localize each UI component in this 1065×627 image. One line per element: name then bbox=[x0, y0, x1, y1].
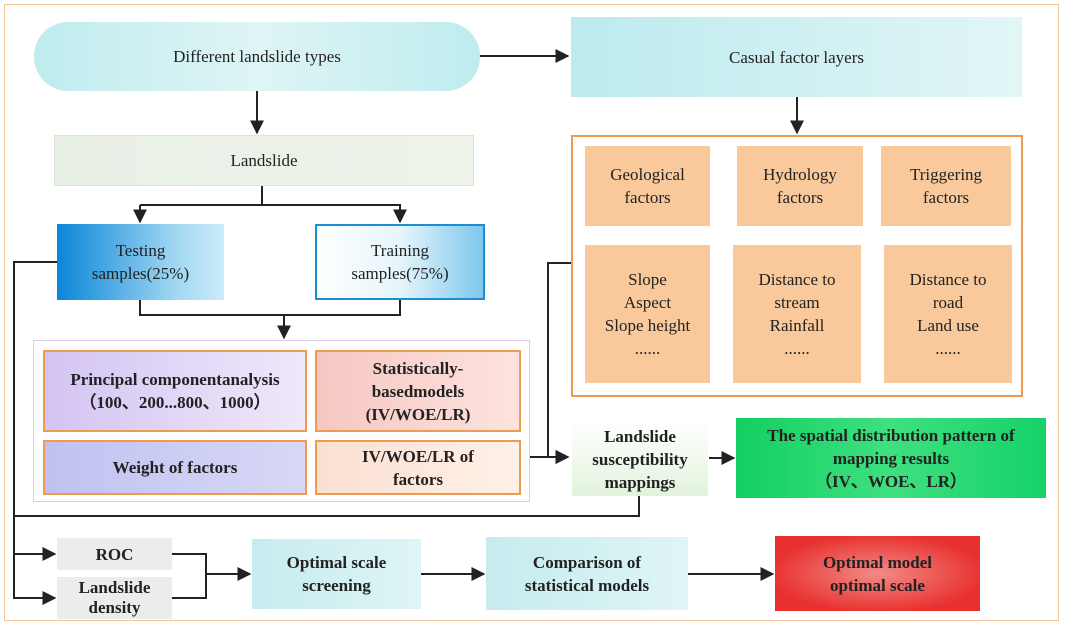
node-pca: Principal componentanalysis （100、200...8… bbox=[43, 350, 307, 432]
stat-line-2: basedmodels bbox=[371, 381, 465, 401]
node-testing-samples: Testing samples(25%) bbox=[57, 224, 224, 300]
node-triggering-detail: Distance to road Land use ...... bbox=[884, 245, 1012, 383]
geo-detail-1: Slope bbox=[628, 270, 667, 289]
node-optimal-scale-screening: Optimal scale screening bbox=[252, 539, 421, 609]
node-landslide-density: Landslide density bbox=[57, 577, 172, 619]
geo-detail-2: Aspect bbox=[623, 293, 672, 312]
density-line-1: Landslide bbox=[78, 578, 151, 597]
stat-line-1: Statistically- bbox=[372, 358, 464, 378]
pca-line-2: （100、200...800、1000） bbox=[79, 393, 271, 412]
edge-landslide-to-training bbox=[262, 204, 407, 224]
node-comparison-models: Comparison of statistical models bbox=[486, 537, 688, 610]
edge-factors-to-lsm bbox=[547, 262, 573, 464]
spatial-line-3: （IV、WOE、LR） bbox=[814, 471, 968, 491]
trig-detail-3: Land use bbox=[917, 316, 979, 335]
node-training-samples: Training samples(75%) bbox=[315, 224, 485, 300]
hydrology-line-1: Hydrology bbox=[763, 165, 837, 184]
training-line-2: samples(75%) bbox=[351, 264, 449, 283]
hydro-detail-1: Distance to bbox=[758, 270, 836, 289]
edge-landslide-split bbox=[140, 186, 263, 206]
optimal-model-line-1: Optimal model bbox=[822, 552, 933, 572]
hydro-detail-3: Rainfall bbox=[769, 316, 825, 335]
triggering-line-2: factors bbox=[922, 188, 970, 207]
edge-roc-density-merge bbox=[172, 553, 207, 599]
hydro-detail-2: stream bbox=[774, 293, 820, 312]
density-line-2: density bbox=[88, 598, 141, 617]
trig-detail-2: road bbox=[932, 293, 964, 312]
weight-label: Weight of factors bbox=[112, 458, 238, 477]
roc-label: ROC bbox=[95, 544, 134, 564]
outer-frame bbox=[4, 4, 1059, 621]
geological-line-1: Geological bbox=[610, 165, 685, 184]
node-weight-of-factors: Weight of factors bbox=[43, 440, 307, 495]
node-causal-label: Casual factor layers bbox=[729, 47, 864, 67]
scale-line-1: Optimal scale bbox=[286, 553, 387, 572]
hydrology-line-2: factors bbox=[776, 188, 824, 207]
testing-line-1: Testing bbox=[115, 241, 166, 260]
node-landslide: Landslide bbox=[54, 135, 474, 186]
pca-line-1: Principal componentanalysis bbox=[70, 370, 280, 389]
node-hydrology-detail: Distance to stream Rainfall ...... bbox=[733, 245, 861, 383]
edge-to-roc bbox=[13, 516, 57, 561]
lsm-line-3: mappings bbox=[604, 472, 676, 492]
node-optimal-model: Optimal model optimal scale bbox=[775, 536, 980, 611]
node-geological-factors: Geological factors bbox=[585, 146, 710, 226]
spatial-line-2: mapping results bbox=[832, 448, 950, 468]
node-landslide-types: Different landslide types bbox=[34, 22, 480, 91]
triggering-line-1: Triggering bbox=[909, 165, 983, 184]
trig-detail-1: Distance to bbox=[909, 270, 987, 289]
optimal-model-line-2: optimal scale bbox=[830, 575, 925, 595]
node-landslide-label: Landslide bbox=[230, 151, 298, 170]
geo-detail-4: ...... bbox=[634, 339, 661, 358]
comparison-line-1: Comparison of bbox=[532, 552, 642, 572]
geo-detail-3: Slope height bbox=[604, 316, 691, 335]
node-statistical-models: Statistically- basedmodels (IV/WOE/LR) bbox=[315, 350, 521, 432]
edge-to-density bbox=[13, 554, 57, 605]
edge-lsm-back bbox=[14, 496, 640, 517]
node-iv-factors: IV/WOE/LR of factors bbox=[315, 440, 521, 495]
hydro-detail-4: ...... bbox=[784, 339, 810, 358]
node-hydrology-factors: Hydrology factors bbox=[737, 146, 863, 226]
geological-line-2: factors bbox=[624, 188, 671, 207]
node-susceptibility-mappings: Landslide susceptibility mappings bbox=[572, 422, 708, 496]
edge-samples-merge bbox=[139, 300, 401, 316]
node-spatial-distribution: The spatial distribution pattern of mapp… bbox=[736, 418, 1046, 498]
node-roc: ROC bbox=[57, 538, 172, 570]
iv-line-2: factors bbox=[392, 469, 444, 489]
lsm-line-2: susceptibility bbox=[592, 449, 688, 469]
node-triggering-factors: Triggering factors bbox=[881, 146, 1011, 226]
node-landslide-types-label: Different landslide types bbox=[173, 47, 341, 66]
trig-detail-4: ...... bbox=[935, 339, 961, 358]
lsm-line-1: Landslide bbox=[604, 426, 676, 446]
node-causal-factor-layers: Casual factor layers bbox=[571, 17, 1022, 97]
training-line-1: Training bbox=[371, 241, 429, 260]
testing-line-2: samples(25%) bbox=[91, 264, 190, 283]
stat-line-3: (IV/WOE/LR) bbox=[365, 404, 471, 424]
comparison-line-2: statistical models bbox=[524, 575, 650, 595]
iv-line-1: IV/WOE/LR of bbox=[362, 446, 474, 466]
scale-line-2: screening bbox=[302, 576, 371, 595]
spatial-line-1: The spatial distribution pattern of bbox=[767, 425, 1015, 445]
edge-testing-down bbox=[13, 261, 57, 516]
node-geological-detail: Slope Aspect Slope height ...... bbox=[585, 245, 710, 383]
